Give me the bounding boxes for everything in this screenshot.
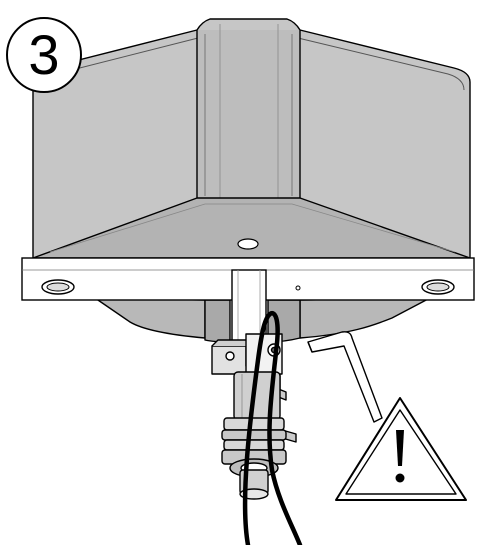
cable-icon (242, 311, 303, 548)
hex-key-icon (307, 331, 383, 423)
housing-icon (32, 18, 471, 343)
step-number: 3 (28, 23, 60, 86)
mounting-bar-icon (21, 257, 475, 351)
step-number-badge: 3 (6, 17, 82, 93)
warning-triangle-icon (335, 397, 467, 501)
